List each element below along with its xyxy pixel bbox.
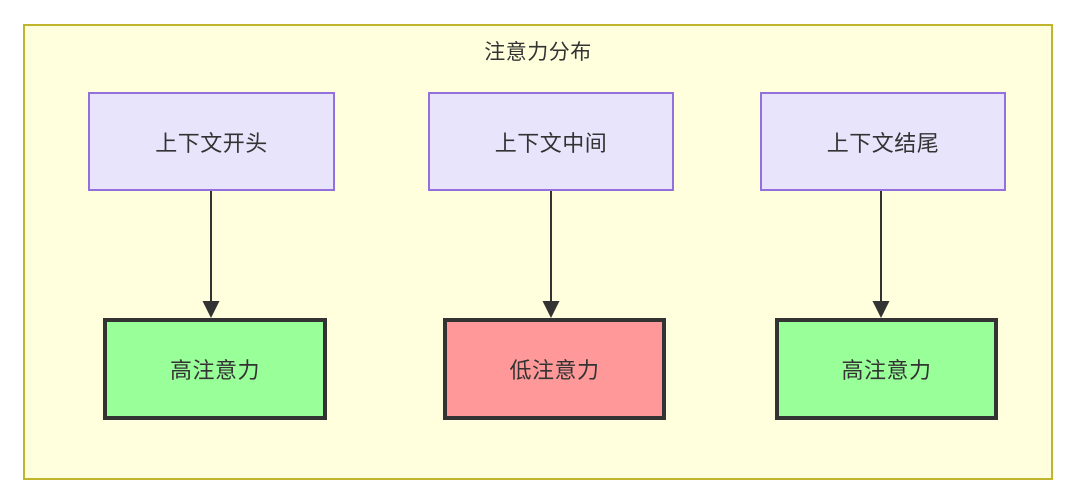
edge-context-middle-to-attention <box>540 191 562 319</box>
edge-context-end-to-attention <box>870 191 892 319</box>
node-context-start[interactable]: 上下文开头 <box>88 92 335 191</box>
arrow-down-icon <box>542 191 560 318</box>
node-label: 低注意力 <box>509 358 600 383</box>
node-label: 高注意力 <box>841 358 932 383</box>
node-label: 上下文开头 <box>155 130 268 156</box>
arrow-down-icon <box>872 191 890 318</box>
node-label: 上下文结尾 <box>826 130 940 156</box>
node-context-middle[interactable]: 上下文中间 <box>428 92 674 191</box>
node-label: 高注意力 <box>169 358 260 383</box>
node-attention-low-middle[interactable]: 低注意力 <box>443 318 666 420</box>
node-context-end[interactable]: 上下文结尾 <box>760 92 1006 191</box>
node-label: 上下文中间 <box>494 130 608 156</box>
subgraph-title: 注意力分布 <box>484 41 592 64</box>
arrow-down-icon <box>202 191 220 318</box>
edge-context-start-to-attention <box>200 191 222 319</box>
node-attention-high-end[interactable]: 高注意力 <box>775 318 998 420</box>
node-attention-high-start[interactable]: 高注意力 <box>103 318 327 420</box>
